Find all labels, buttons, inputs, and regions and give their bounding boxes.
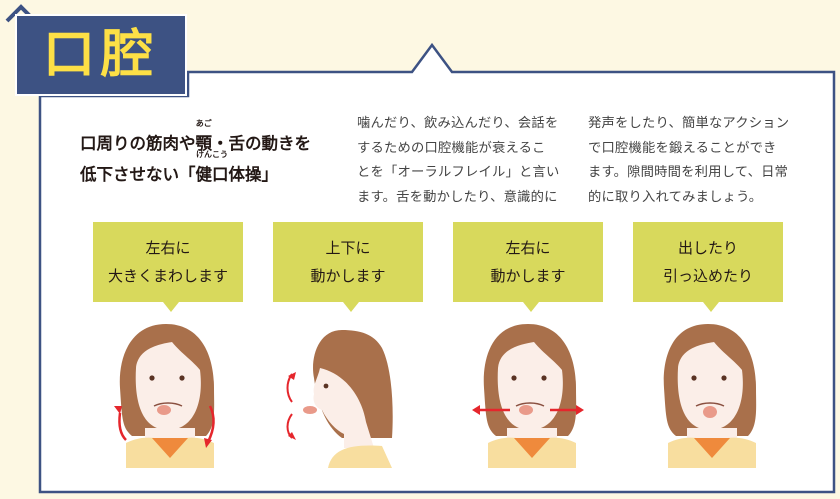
section-title-tab: 口腔 bbox=[15, 14, 187, 96]
arrow-up-icon bbox=[114, 406, 122, 414]
body-line: 発声をしたり、簡単なアクション bbox=[588, 116, 790, 131]
body-line: で口腔機能を鍛えることができ bbox=[588, 140, 777, 156]
arrow-down-icon bbox=[204, 438, 212, 448]
woman-face-tongue-out-illustration bbox=[663, 324, 757, 468]
bubble-line: 上下に bbox=[325, 239, 371, 257]
exercise-bubble-4: 出したり 引っ込めたり bbox=[633, 222, 783, 312]
bubble-line: 引っ込めたり bbox=[662, 267, 753, 285]
ruby-text: けんこう bbox=[196, 150, 228, 159]
woman-face-tongue-leftright-illustration bbox=[472, 324, 584, 468]
headline-text: 口周りの筋肉や bbox=[80, 134, 196, 153]
headline: 口周りの筋肉や顎 あご・舌の動きを 低下させない「健口 けんこう体操」 bbox=[80, 119, 311, 190]
body-line: 噛んだり、飲み込んだり、会話を bbox=[357, 116, 559, 131]
bubble-line: 大きくまわします bbox=[107, 267, 228, 285]
bubble-line: 動かします bbox=[490, 267, 566, 285]
body-line: とを「オーラルフレイル」と言い bbox=[357, 165, 560, 180]
exercise-bubble-3: 左右に 動かします bbox=[453, 222, 603, 312]
arrow-down-icon bbox=[288, 432, 296, 440]
ruby-base: 顎 bbox=[195, 134, 213, 153]
body-line: 的に取り入れてみましょう。 bbox=[588, 189, 763, 205]
body-text-col2: 発声をしたり、簡単なアクション で口腔機能を鍛えることができ ます。隙間時間を利… bbox=[588, 112, 808, 210]
body-line: するための口腔機能が衰えるこ bbox=[357, 140, 546, 156]
woman-profile-tongue-updown-illustration bbox=[286, 330, 393, 468]
bubble-line: 動かします bbox=[310, 267, 386, 285]
exercise-bubble-2: 上下に 動かします bbox=[273, 222, 423, 312]
headline-text: 低下させない「 bbox=[80, 165, 196, 184]
section-title: 口腔 bbox=[43, 25, 160, 85]
bubble-line: 左右に bbox=[145, 239, 191, 257]
bubble-line: 出したり bbox=[677, 239, 738, 257]
arrow-up-icon bbox=[288, 372, 296, 380]
bubble-line: 左右に bbox=[505, 239, 551, 257]
ruby-base: 健口 bbox=[195, 165, 229, 184]
corner-mark-icon bbox=[5, 4, 32, 23]
body-line: ます。隙間時間を利用して、日常 bbox=[588, 165, 789, 180]
woman-face-tongue-rotate-illustration bbox=[114, 324, 215, 468]
body-text-col1: 噛んだり、飲み込んだり、会話を するための口腔機能が衰えるこ とを「オーラルフレ… bbox=[357, 112, 577, 210]
arrow-left-icon bbox=[472, 405, 480, 415]
arrow-right-icon bbox=[576, 405, 584, 415]
ruby-text: あご bbox=[195, 119, 212, 128]
headline-text: 体操」 bbox=[228, 165, 279, 184]
headline-text: ・舌の動きを bbox=[212, 134, 311, 153]
exercise-bubble-1: 左右に 大きくまわします bbox=[93, 222, 243, 312]
body-line: ます。舌を動かしたり、意識的に bbox=[357, 189, 558, 205]
